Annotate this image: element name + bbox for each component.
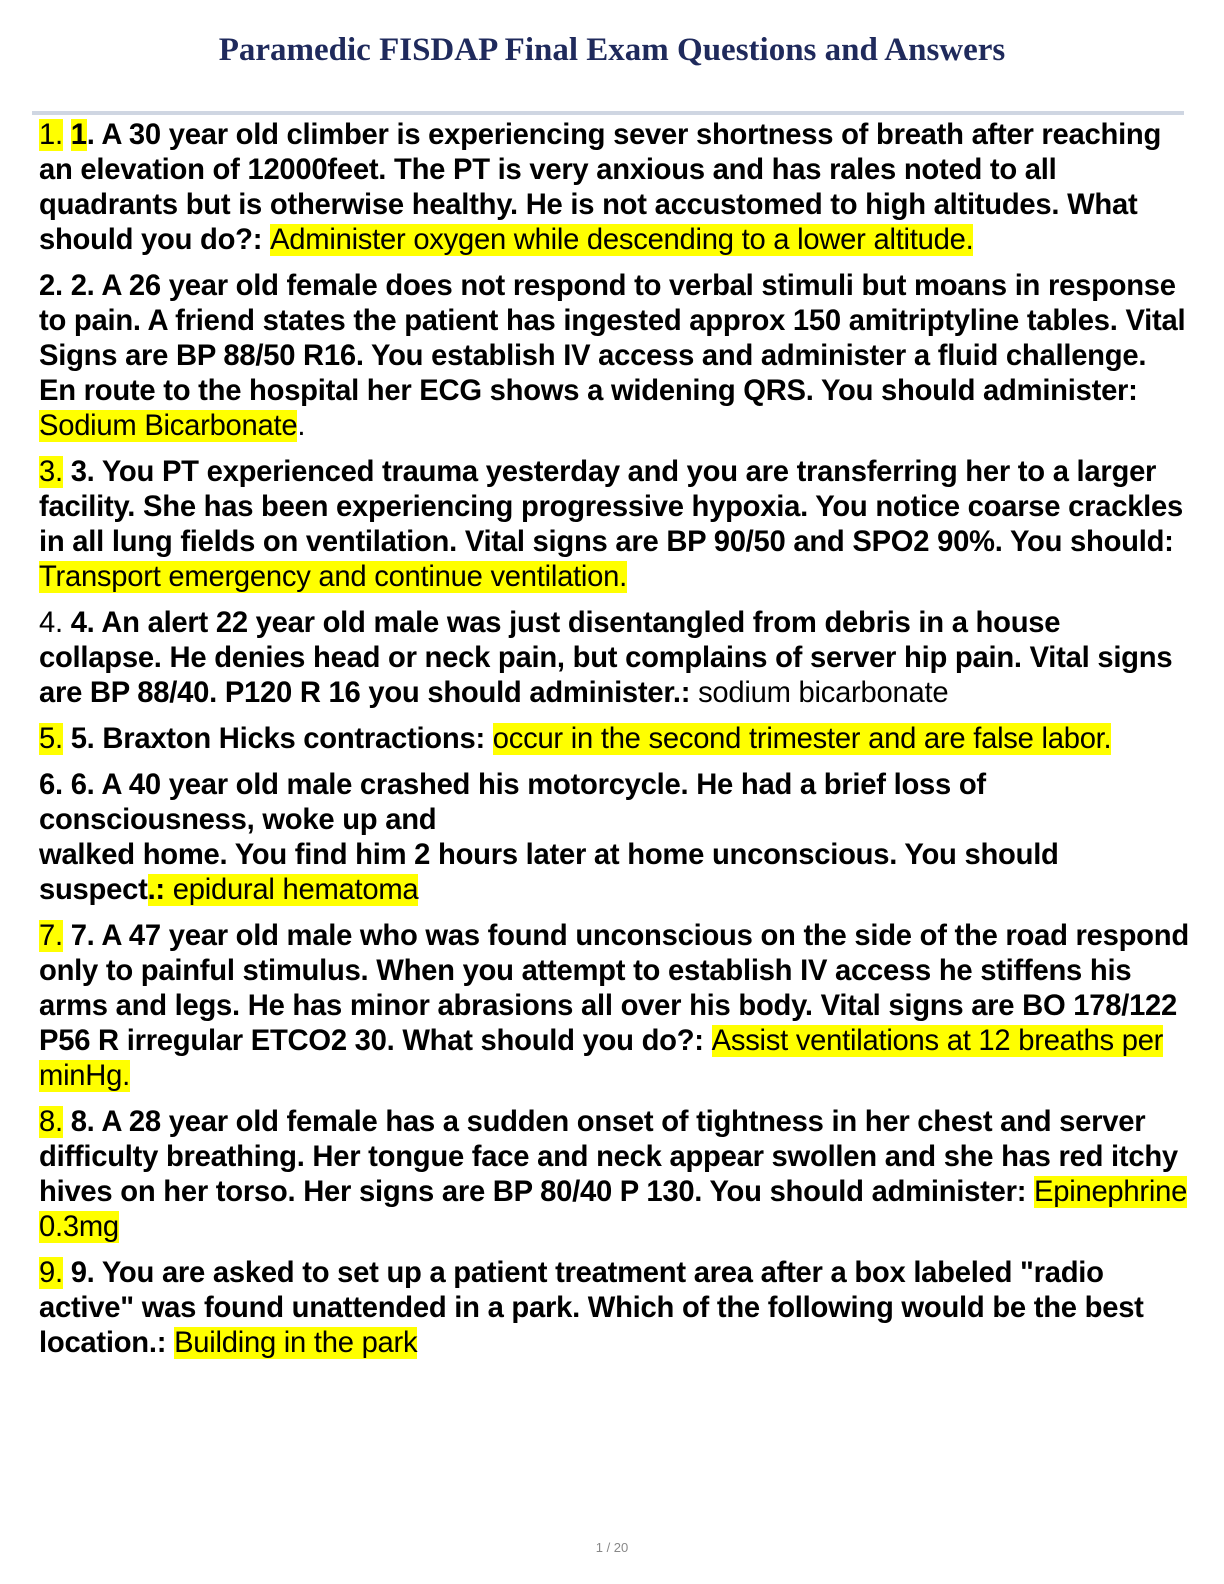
qa-list: 1. 1. A 30 year old climber is experienc… (39, 118, 1189, 1372)
item-number: 2. (39, 270, 63, 302)
qa-item-9: 9. 9. You are asked to set up a patient … (39, 1256, 1189, 1361)
question-text: 2. A 26 year old female does not respond… (39, 270, 1186, 407)
qa-item-8: 8. 8. A 28 year old female has a sudden … (39, 1105, 1189, 1245)
question-text: 9. You are asked to set up a patient tre… (39, 1257, 1144, 1359)
question-text: 5. Braxton Hicks contractions: (62, 723, 493, 755)
answer-text: Transport emergency and continue ventila… (39, 561, 627, 593)
qa-item-5: 5. 5. Braxton Hicks contractions: occur … (39, 722, 1189, 757)
item-number: 5. (39, 723, 63, 755)
question-text-continued: walked home. You find him 2 hours later … (39, 839, 1059, 906)
question-text: 7. A 47 year old male who was found unco… (39, 920, 1189, 1057)
item-number: 6. (39, 769, 63, 801)
answer-text: Sodium Bicarbonate (39, 410, 298, 442)
answer-text: epidural hematoma (164, 874, 419, 906)
question-tail: .: (147, 874, 165, 906)
item-number: 1. (39, 119, 63, 151)
title-divider (32, 111, 1184, 115)
page-indicator: 1 / 20 (595, 1540, 629, 1555)
qa-item-6: 6. 6. A 40 year old male crashed his mot… (39, 768, 1189, 908)
question-text: 4. An alert 22 year old male was just di… (39, 607, 1173, 709)
item-number: 8. (39, 1106, 63, 1138)
page-title: Paramedic FISDAP Final Exam Questions an… (218, 32, 1006, 68)
qa-item-7: 7. 7. A 47 year old male who was found u… (39, 919, 1189, 1094)
answer-suffix: . (297, 410, 306, 442)
qa-item-3: 3. 3. You PT experienced trauma yesterda… (39, 455, 1189, 595)
item-number: 9. (39, 1257, 63, 1289)
item-number: 4. (39, 607, 63, 639)
answer-text: Building in the park (174, 1327, 418, 1359)
answer-text: occur in the second trimester and are fa… (492, 723, 1112, 755)
qa-item-2: 2. 2. A 26 year old female does not resp… (39, 269, 1189, 444)
qa-item-1: 1. 1. A 30 year old climber is experienc… (39, 118, 1189, 258)
item-number: 3. (39, 456, 63, 488)
item-number: 7. (39, 920, 63, 952)
question-text: 8. A 28 year old female has a sudden ons… (39, 1106, 1178, 1208)
question-lead: 1 (70, 119, 87, 151)
question-text: . A 30 year old climber is experiencing … (39, 119, 1162, 256)
answer-text: Administer oxygen while descending to a … (270, 224, 974, 256)
question-text: 6. A 40 year old male crashed his motorc… (39, 769, 986, 836)
qa-item-4: 4. 4. An alert 22 year old male was just… (39, 606, 1189, 711)
answer-text: sodium bicarbonate (698, 677, 949, 709)
question-text: 3. You PT experienced trauma yesterday a… (39, 456, 1183, 558)
